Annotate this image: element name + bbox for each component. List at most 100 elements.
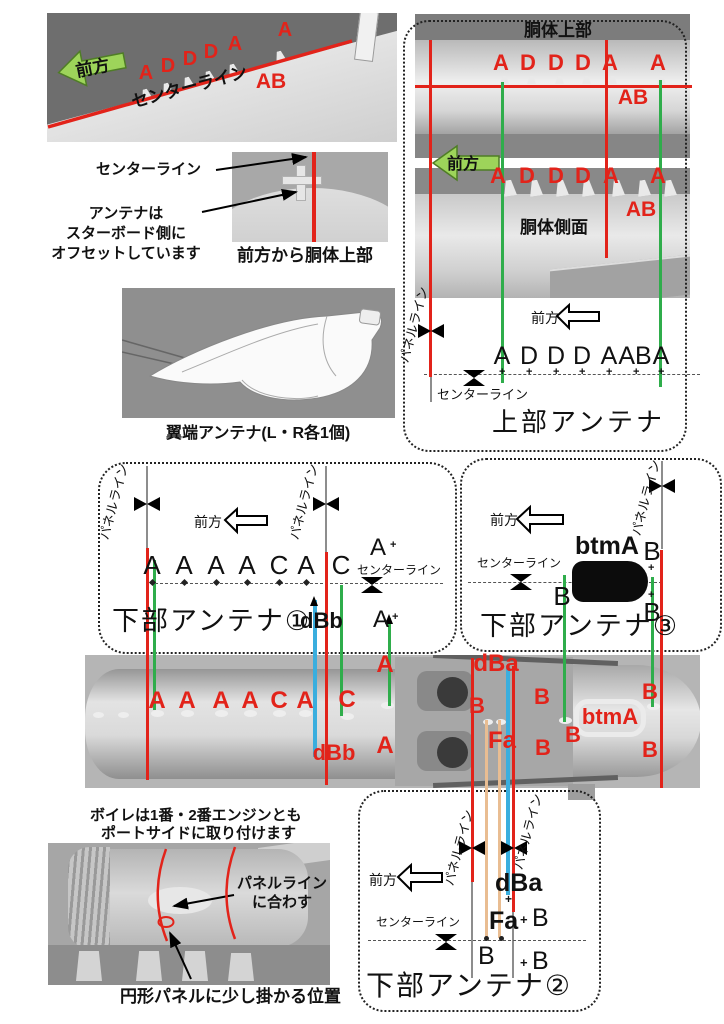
label-a: A (369, 534, 387, 561)
fa-label: Fa (487, 727, 517, 754)
label-a: A (241, 687, 259, 714)
alignment-line-green (659, 80, 662, 387)
label-a: A (296, 687, 314, 714)
tick-mark: + (505, 892, 513, 906)
engine-nacelle-photo (48, 843, 330, 985)
lower-antenna-2-title: 下部アンテナ② (366, 970, 572, 1001)
label-a: A (493, 50, 509, 75)
label-a: A (376, 651, 394, 678)
label-ab: AB (618, 342, 652, 370)
extension-line (471, 882, 473, 978)
label-ab: AB (625, 198, 657, 221)
antenna-crossbar (282, 176, 322, 185)
label-b: B (643, 597, 661, 627)
label-a: A (602, 50, 618, 75)
panel-line-marker (313, 497, 339, 511)
tick-mark: + (579, 366, 586, 378)
fuselage-side-photo (415, 168, 690, 298)
antenna-pod (151, 710, 164, 717)
label-d: D (203, 41, 219, 63)
label-a: A (650, 50, 666, 75)
label-a: A (148, 687, 166, 714)
label-b: B (534, 684, 550, 709)
centerline-label: センターライン (357, 563, 442, 577)
panel-line-marker (649, 479, 675, 493)
centerline-marker (463, 370, 485, 386)
antenna-pod (273, 710, 286, 717)
label-d: D (520, 50, 536, 75)
alignment-line-green (340, 585, 343, 716)
alignment-line-blue (313, 600, 317, 757)
label-a: A (600, 342, 618, 370)
label-d: D (548, 163, 564, 188)
offset-note-line: オフセットしています (51, 245, 201, 262)
label-d: D (575, 163, 591, 188)
wingtip-photo (122, 288, 395, 418)
panel-line-red (660, 550, 663, 788)
panel-line-marker (418, 324, 444, 338)
antenna-pod (483, 719, 493, 725)
dbb-label: dBb (300, 608, 343, 633)
centerline-horizontal (415, 85, 692, 88)
label-a: A (297, 550, 315, 580)
centerline-dashdot (368, 940, 586, 941)
position-dot (499, 936, 504, 941)
tick-mark: + (520, 912, 528, 927)
panel-line-red (605, 40, 608, 258)
label-b: B (478, 942, 495, 970)
offset-note-line: スターボード側に (65, 225, 186, 242)
engine-caption: 円形パネルに少し掛かる位置 (120, 987, 341, 1006)
label-a: A (227, 33, 243, 55)
antenna-blade (582, 76, 591, 84)
label-d: D (572, 342, 592, 370)
offset-note-line: アンテナは (88, 205, 164, 222)
alignment-line-green (563, 575, 566, 722)
btma-panel-outline (574, 699, 646, 737)
lower-antenna-3-title: 下部アンテナ③ (480, 611, 680, 641)
alignment-line-green (651, 577, 654, 707)
forward-label: 前方 (531, 310, 559, 326)
exhaust-stub (228, 953, 254, 981)
antenna-blade (608, 76, 617, 84)
extension-line (430, 377, 432, 402)
label-a: A (650, 163, 666, 188)
label-c: C (338, 686, 356, 713)
centerline-marker (361, 577, 383, 593)
label-a: A (652, 342, 670, 370)
alignment-line-green (388, 618, 391, 706)
tick-mark: + (633, 366, 640, 378)
upper-antenna-panel (403, 20, 687, 452)
centerline-marker (312, 152, 316, 242)
panel-line-note-line1: パネルライン (237, 875, 328, 892)
label-a: A (277, 19, 293, 41)
offset-note: アンテナは スターボード側に オフセットしています (45, 204, 207, 264)
tick-mark: + (553, 366, 560, 378)
centerline-label: センターライン (376, 915, 461, 929)
extension-line (661, 461, 663, 549)
antenna-pod (299, 710, 312, 717)
underside-photo (85, 655, 700, 788)
label-a: A (175, 550, 193, 580)
label-a: A (178, 687, 196, 714)
engine-note-line1: ボイレは1番・2番エンジンとも (90, 807, 302, 824)
wingtip-caption: 翼端アンテナ(L・R各1個) (166, 425, 351, 442)
label-c: C (269, 550, 289, 580)
centerline-dashdot (150, 583, 443, 584)
photo-top-title: 胴体上部 (524, 21, 592, 40)
engine-note-line2: ポートサイドに取り付けます (101, 825, 297, 842)
label-b: B (642, 737, 658, 762)
dbb-label: dBb (312, 740, 356, 765)
btma-label: btmA (575, 532, 639, 560)
antenna-pod (244, 710, 257, 717)
label-ab: AB (617, 86, 649, 109)
fa-label: Fa (489, 907, 519, 935)
label-b: B (532, 904, 549, 932)
lower-antenna-2-panel (358, 790, 601, 1012)
front-view-photo (232, 152, 388, 242)
label-b: B (469, 693, 485, 718)
engine-exhaust (437, 737, 468, 768)
centerline-marker (435, 934, 457, 950)
antenna-pod (93, 712, 104, 718)
nacelle-intake-ribs (68, 847, 110, 949)
